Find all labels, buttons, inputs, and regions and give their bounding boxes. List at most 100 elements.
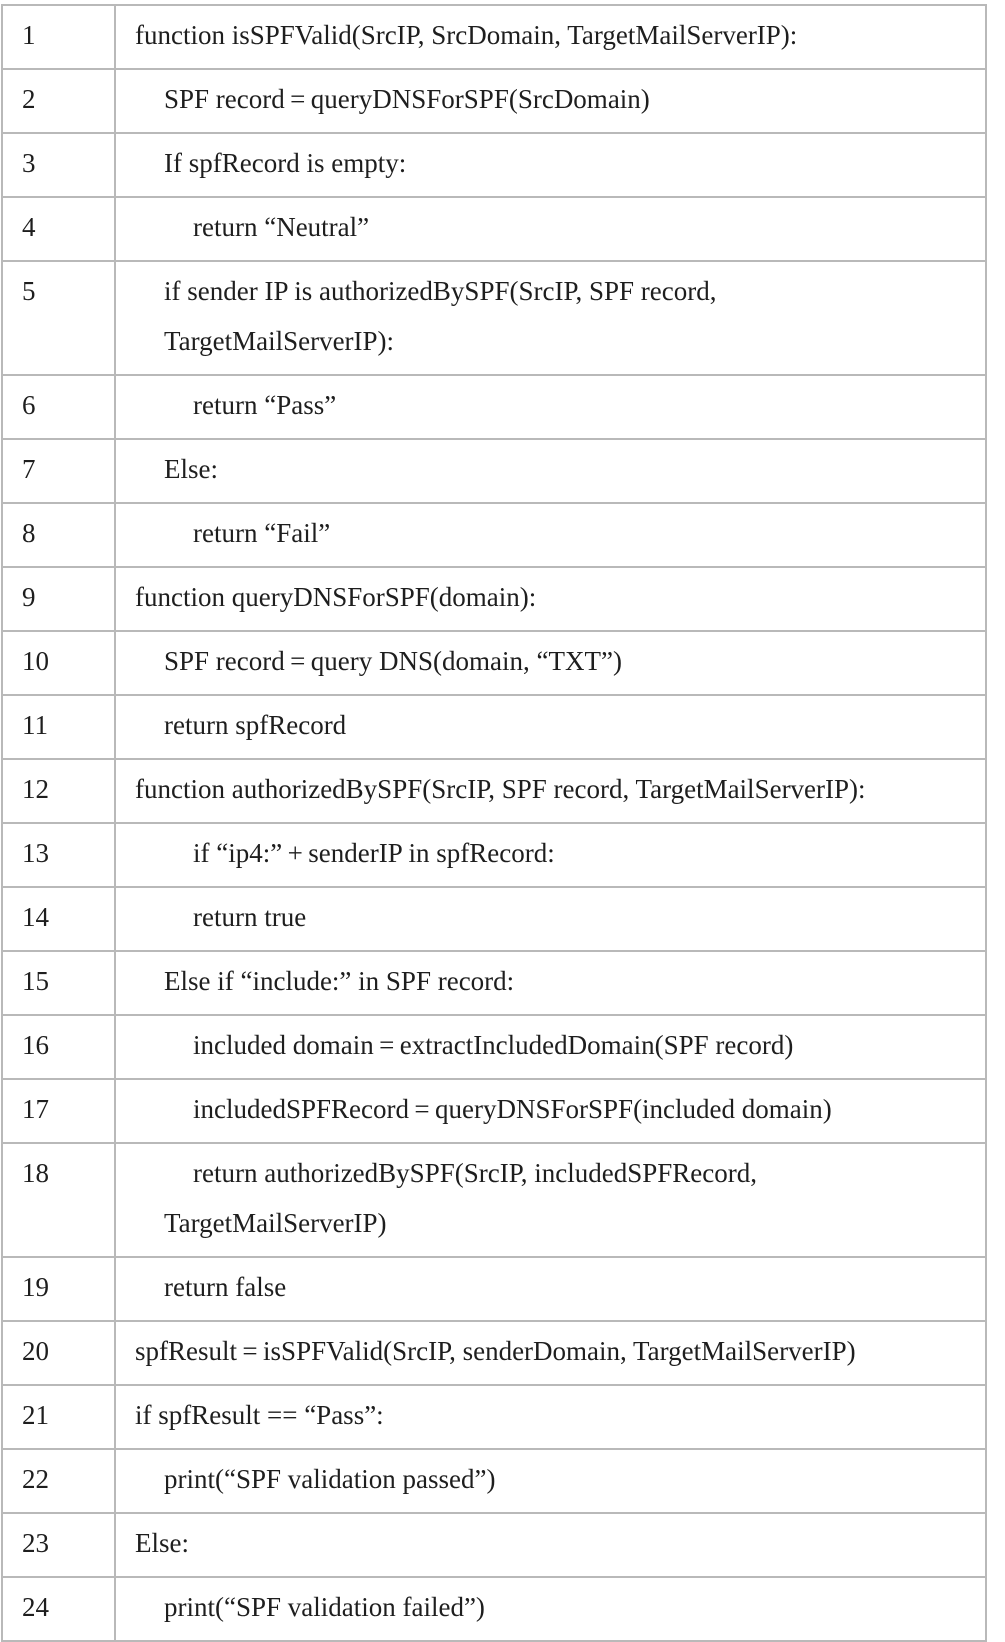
code-statement: return “Neutral” — [114, 196, 987, 262]
line-number: 2 — [1, 68, 116, 134]
code-line-row: 18 return authorizedBySPF(SrcIP, included… — [1, 1142, 987, 1258]
code-line-row: 4 return “Neutral” — [1, 196, 987, 262]
code-text: if spfResult == “Pass”: — [135, 1400, 384, 1430]
code-statement: function queryDNSForSPF(domain): — [114, 566, 987, 632]
code-line-row: 14 return true — [1, 886, 987, 952]
code-line-row: 6 return “Pass” — [1, 374, 987, 440]
code-text: return spfRecord — [164, 710, 347, 740]
line-number: 17 — [1, 1078, 116, 1144]
line-number: 6 — [1, 374, 116, 440]
code-statement: SPF record = query DNS(domain, “TXT”) — [114, 630, 987, 696]
code-line-row: 8 return “Fail” — [1, 502, 987, 568]
code-statement: return spfRecord — [114, 694, 987, 760]
code-statement: return false — [114, 1256, 987, 1322]
code-statement: if “ip4:” + senderIP in spfRecord: — [114, 822, 987, 888]
code-text: return “Pass” — [193, 390, 337, 420]
code-statement: return authorizedBySPF(SrcIP, includedSP… — [114, 1142, 987, 1258]
code-listing-body: 1 function isSPFValid(SrcIP, SrcDomain, T… — [1, 4, 987, 1642]
code-statement: function authorizedBySPF(SrcIP, SPF reco… — [114, 758, 987, 824]
code-text: Else: — [135, 1528, 189, 1558]
code-line-row: 21 if spfResult == “Pass”: — [1, 1384, 987, 1450]
line-number: 4 — [1, 196, 116, 262]
code-line-row: 11 return spfRecord — [1, 694, 987, 760]
code-line-row: 9 function queryDNSForSPF(domain): — [1, 566, 987, 632]
code-line-row: 20 spfResult = isSPFValid(SrcIP, senderDo… — [1, 1320, 987, 1386]
code-statement: Else: — [114, 1512, 987, 1578]
line-number: 13 — [1, 822, 116, 888]
code-line-row: 5 if sender IP is authorizedBySPF(SrcIP, … — [1, 260, 987, 376]
code-text: return true — [193, 902, 307, 932]
line-number: 1 — [1, 4, 116, 70]
code-statement: Else if “include:” in SPF record: — [114, 950, 987, 1016]
code-text: function queryDNSForSPF(domain): — [135, 582, 537, 612]
code-statement: return “Fail” — [114, 502, 987, 568]
code-line-row: 17 includedSPFRecord = queryDNSForSPF(inc… — [1, 1078, 987, 1144]
code-statement: Else: — [114, 438, 987, 504]
code-line-row: 3 If spfRecord is empty: — [1, 132, 987, 198]
code-text: TargetMailServerIP): — [164, 326, 395, 356]
code-line-row: 15 Else if “include:” in SPF record: — [1, 950, 987, 1016]
code-text: function authorizedBySPF(SrcIP, SPF reco… — [135, 774, 866, 804]
line-number: 5 — [1, 260, 116, 376]
line-number: 12 — [1, 758, 116, 824]
line-number: 16 — [1, 1014, 116, 1080]
code-statement: SPF record = queryDNSForSPF(SrcDomain) — [114, 68, 987, 134]
code-text: TargetMailServerIP) — [164, 1208, 387, 1238]
code-text: includedSPFRecord = queryDNSForSPF(inclu… — [193, 1094, 832, 1124]
code-text: If spfRecord is empty: — [164, 148, 407, 178]
code-text: if sender IP is authorizedBySPF(SrcIP, S… — [164, 276, 717, 306]
code-text: SPF record = queryDNSForSPF(SrcDomain) — [164, 84, 650, 114]
line-number: 15 — [1, 950, 116, 1016]
code-statement: return “Pass” — [114, 374, 987, 440]
code-statement: function isSPFValid(SrcIP, SrcDomain, Ta… — [114, 4, 987, 70]
code-line-row: 10 SPF record = query DNS(domain, “TXT”) — [1, 630, 987, 696]
code-text: print(“SPF validation failed”) — [164, 1592, 485, 1622]
code-text: SPF record = query DNS(domain, “TXT”) — [164, 646, 622, 676]
line-number: 24 — [1, 1576, 116, 1642]
code-text: function isSPFValid(SrcIP, SrcDomain, Ta… — [135, 20, 798, 50]
line-number: 3 — [1, 132, 116, 198]
line-number: 20 — [1, 1320, 116, 1386]
line-number: 8 — [1, 502, 116, 568]
code-listing-table: 1 function isSPFValid(SrcIP, SrcDomain, T… — [1, 4, 987, 1642]
code-statement: if sender IP is authorizedBySPF(SrcIP, S… — [114, 260, 987, 376]
code-line-row: 23 Else: — [1, 1512, 987, 1578]
code-text: Else: — [164, 454, 218, 484]
line-number: 7 — [1, 438, 116, 504]
code-line-row: 19 return false — [1, 1256, 987, 1322]
code-line-row: 12 function authorizedBySPF(SrcIP, SPF re… — [1, 758, 987, 824]
code-line-row: 7 Else: — [1, 438, 987, 504]
code-text: Else if “include:” in SPF record: — [164, 966, 515, 996]
code-line-row: 24 print(“SPF validation failed”) — [1, 1576, 987, 1642]
code-statement: included domain = extractIncludedDomain(… — [114, 1014, 987, 1080]
code-text: if “ip4:” + senderIP in spfRecord: — [193, 838, 555, 868]
code-statement: spfResult = isSPFValid(SrcIP, senderDoma… — [114, 1320, 987, 1386]
code-statement: If spfRecord is empty: — [114, 132, 987, 198]
code-text: print(“SPF validation passed”) — [164, 1464, 496, 1494]
line-number: 23 — [1, 1512, 116, 1578]
code-text: return false — [164, 1272, 287, 1302]
code-line-row: 13 if “ip4:” + senderIP in spfRecord: — [1, 822, 987, 888]
code-text: return “Fail” — [193, 518, 331, 548]
line-number: 21 — [1, 1384, 116, 1450]
code-text: included domain = extractIncludedDomain(… — [193, 1030, 794, 1060]
code-statement: if spfResult == “Pass”: — [114, 1384, 987, 1450]
line-number: 18 — [1, 1142, 116, 1258]
line-number: 22 — [1, 1448, 116, 1514]
code-statement: return true — [114, 886, 987, 952]
code-line-row: 22 print(“SPF validation passed”) — [1, 1448, 987, 1514]
line-number: 14 — [1, 886, 116, 952]
line-number: 10 — [1, 630, 116, 696]
code-line-row: 16 included domain = extractIncludedDomai… — [1, 1014, 987, 1080]
code-statement: print(“SPF validation passed”) — [114, 1448, 987, 1514]
code-text: return “Neutral” — [193, 212, 370, 242]
code-statement: includedSPFRecord = queryDNSForSPF(inclu… — [114, 1078, 987, 1144]
code-line-row: 2 SPF record = queryDNSForSPF(SrcDomain) — [1, 68, 987, 134]
line-number: 9 — [1, 566, 116, 632]
code-statement: print(“SPF validation failed”) — [114, 1576, 987, 1642]
line-number: 11 — [1, 694, 116, 760]
code-text: spfResult = isSPFValid(SrcIP, senderDoma… — [135, 1336, 856, 1366]
code-line-row: 1 function isSPFValid(SrcIP, SrcDomain, T… — [1, 4, 987, 70]
line-number: 19 — [1, 1256, 116, 1322]
code-text: return authorizedBySPF(SrcIP, includedSP… — [193, 1158, 757, 1188]
